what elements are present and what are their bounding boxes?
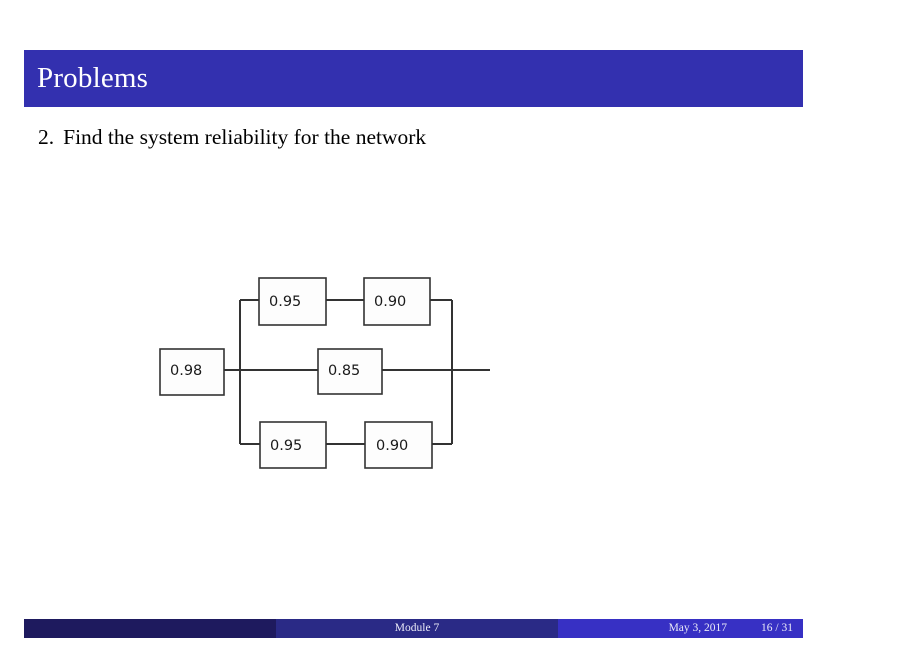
footer-page-number: 16 / 31 (761, 621, 793, 634)
block-value: 0.98 (170, 363, 202, 379)
block-bottom-first: 0.95 (259, 421, 327, 469)
block-value: 0.85 (328, 363, 360, 379)
list-item: 2. Find the system reliability for the ne… (38, 125, 426, 150)
page-title: Problems (37, 62, 149, 94)
slide-footer: Module 7 May 3, 2017 16 / 31 (24, 619, 803, 638)
block-value: 0.90 (376, 438, 408, 454)
footer-left-segment (24, 619, 276, 638)
block-top-first: 0.95 (258, 277, 327, 326)
block-value: 0.95 (269, 294, 301, 310)
block-middle-single: 0.85 (317, 348, 383, 395)
footer-module-label: Module 7 (394, 621, 440, 634)
list-item-number: 2. (38, 125, 55, 149)
block-value: 0.90 (374, 294, 406, 310)
block-top-second: 0.90 (363, 277, 431, 326)
block-series-input: 0.98 (159, 348, 225, 396)
diagram-wires (224, 299, 490, 445)
block-value: 0.95 (270, 438, 302, 454)
slide-title-bar: Problems (24, 50, 803, 107)
slide-body: 2. Find the system reliability for the ne… (0, 107, 897, 607)
reliability-block-diagram: 0.98 0.95 0.90 0.85 0.95 (150, 267, 510, 487)
footer-date-label: May 3, 2017 (668, 621, 728, 634)
block-bottom-second: 0.90 (364, 421, 433, 469)
footer-module-segment: Module 7 (276, 619, 558, 638)
list-item-text: Find the system reliability for the netw… (63, 125, 427, 149)
footer-meta-segment: May 3, 2017 16 / 31 (558, 619, 803, 638)
